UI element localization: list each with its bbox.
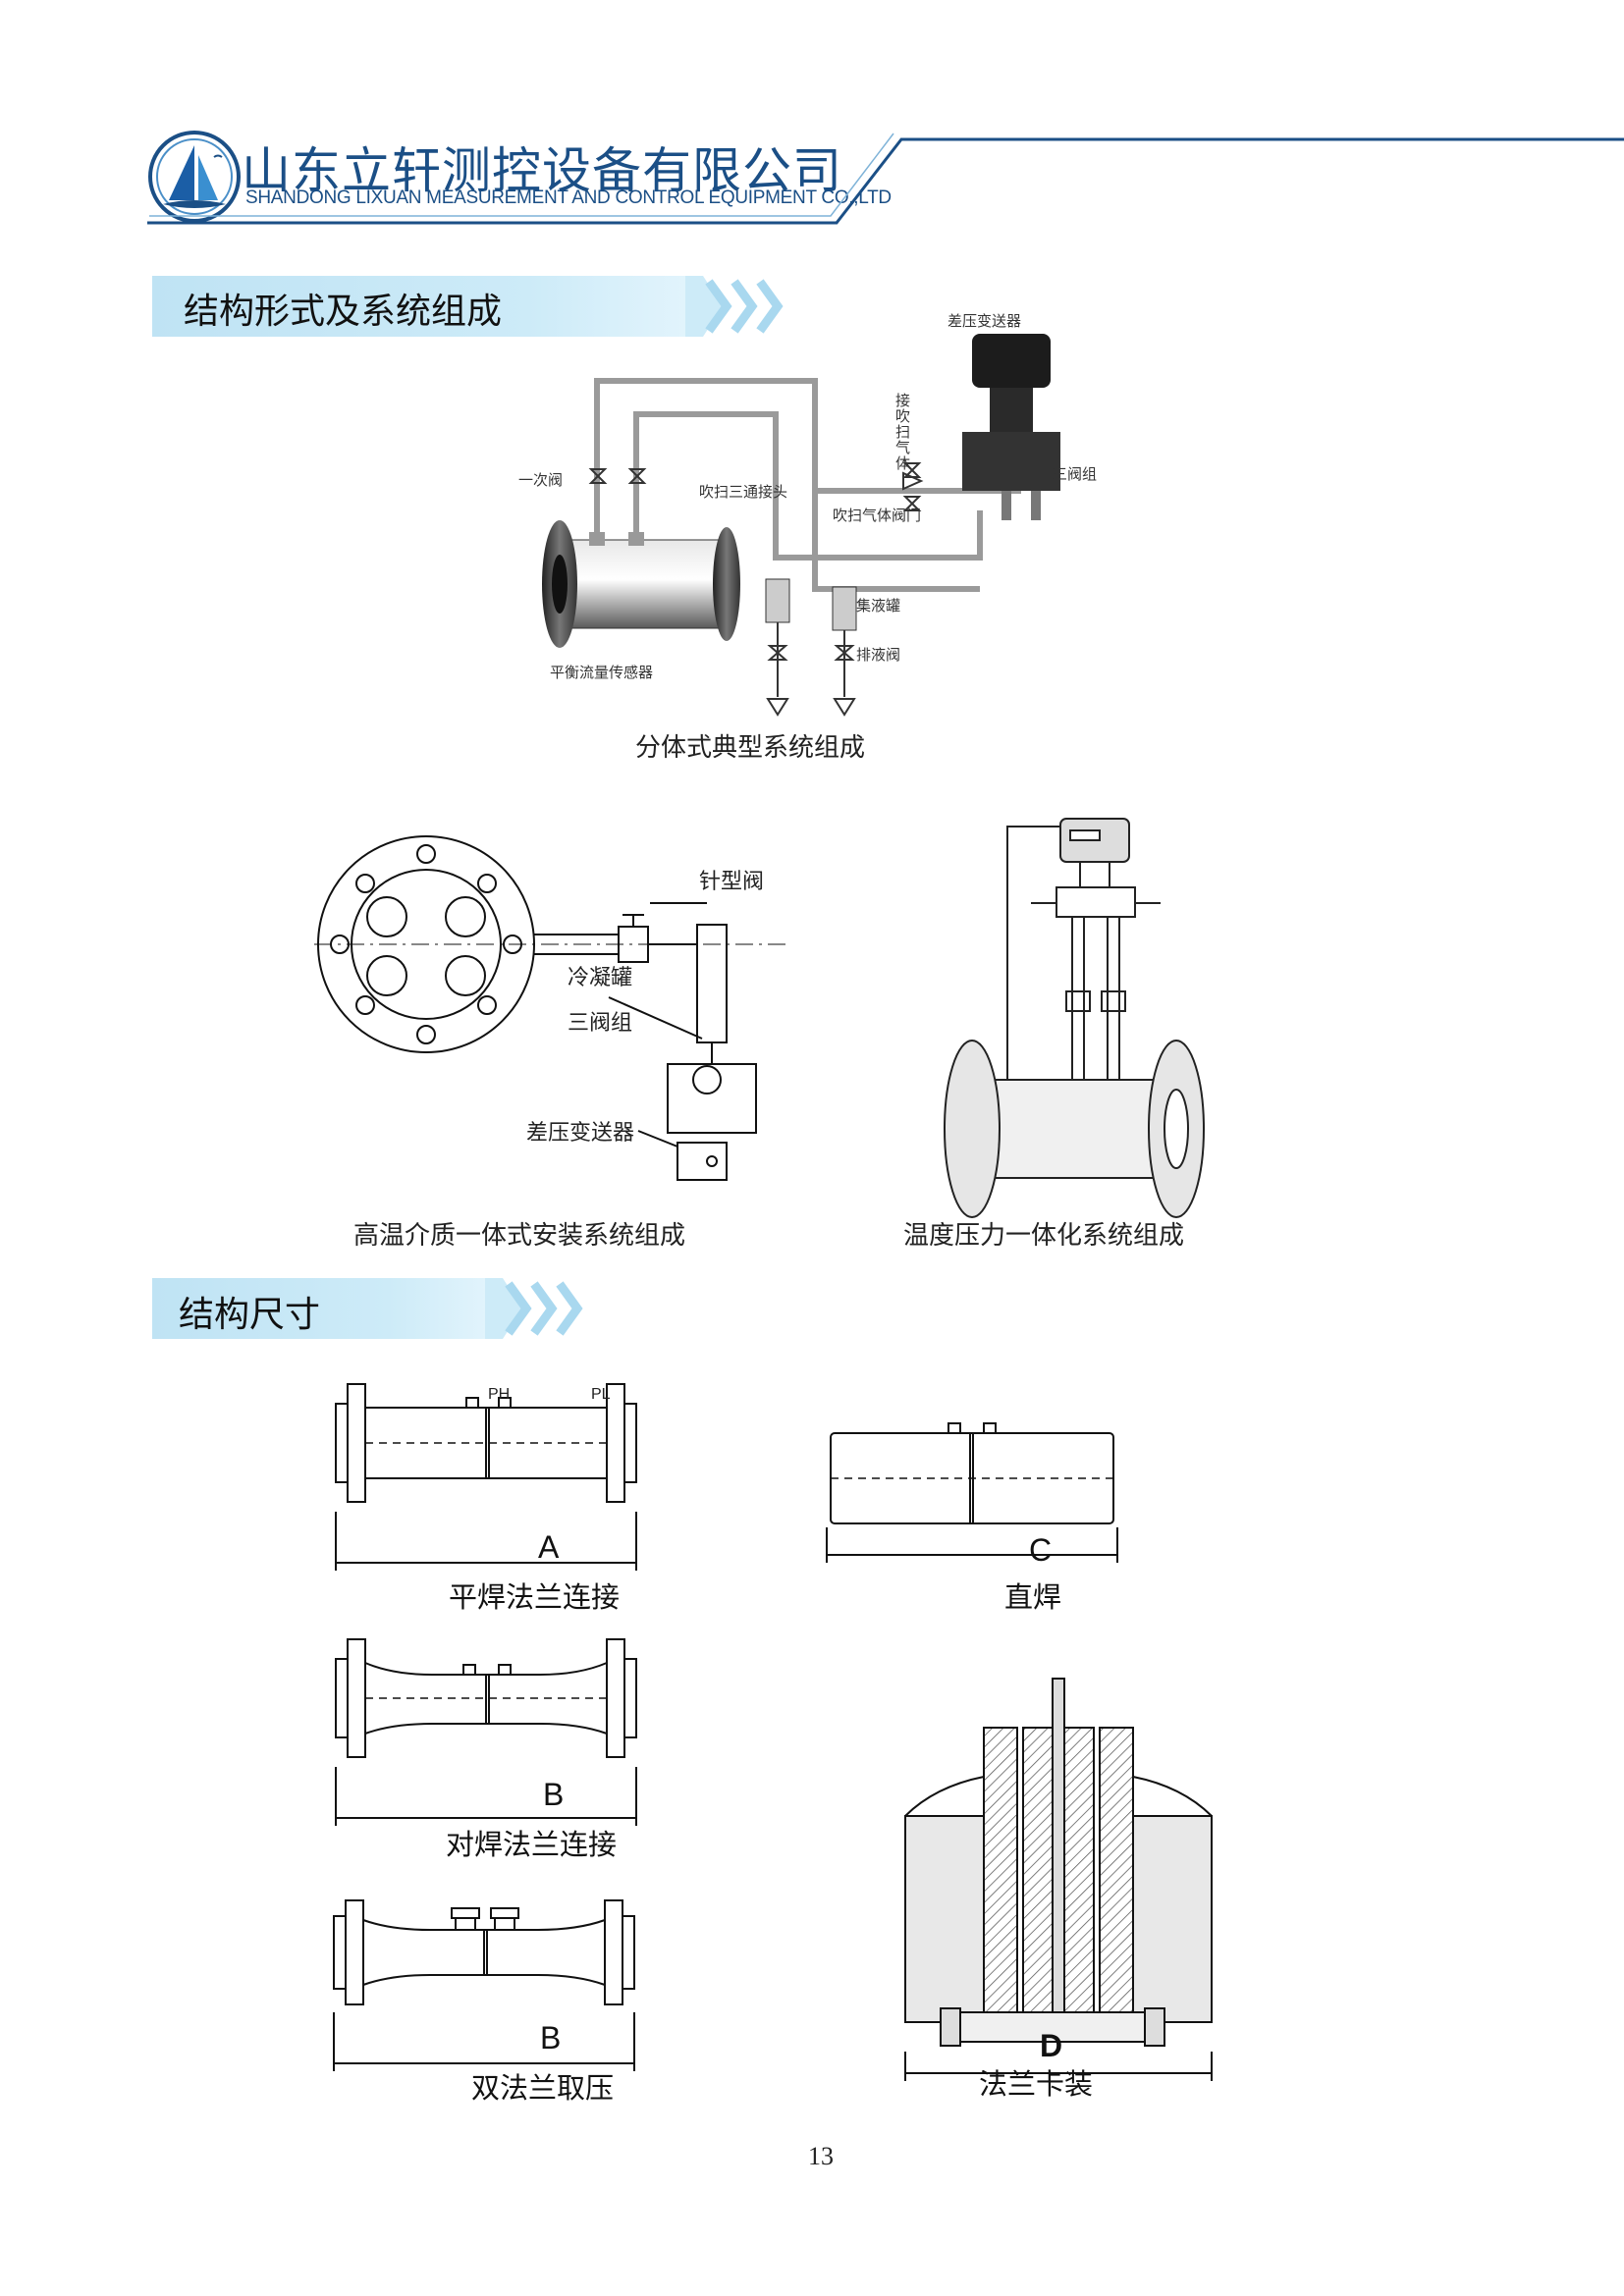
dimension-b-double-caption: 双法兰取压 [471, 2071, 615, 2105]
dimension-a-letter: A [538, 1529, 560, 1565]
section-1-banner [152, 276, 690, 337]
dimension-c-caption: 直焊 [1004, 1580, 1062, 1614]
temp-pressure-drawing [944, 818, 1205, 1218]
company-name-cn: 山东立轩测控设备有限公司 [242, 142, 842, 199]
dimension-c-letter: C [1029, 1532, 1053, 1568]
label-pl: PL [591, 1386, 611, 1403]
label-purge-valve: 吹扫气体阀门 [833, 507, 922, 524]
label-collector: 集液罐 [856, 597, 901, 614]
section-1-title: 结构形式及系统组成 [184, 292, 503, 332]
dimension-c-drawing [826, 1422, 1118, 1563]
label-drain-valve: 排液阀 [856, 646, 901, 664]
dimension-d-letter: D [1040, 2028, 1063, 2063]
label-condensate-tank: 冷凝罐 [568, 966, 633, 990]
dimension-a-drawing [335, 1383, 637, 1571]
dimension-b-weld-drawing [335, 1638, 637, 1826]
label-sensor: 平衡流量传感器 [550, 664, 654, 681]
dimension-d-drawing [904, 1678, 1213, 2081]
caption-split-system: 分体式典型系统组成 [635, 733, 866, 763]
label-dp-transmitter-2: 差压变送器 [526, 1121, 635, 1146]
label-purge-gas: 接吹扫气体 [895, 392, 911, 472]
company-logo [148, 131, 241, 223]
split-system-drawing [542, 334, 1060, 717]
dimension-b-weld-letter: B [543, 1777, 565, 1812]
label-needle-valve: 针型阀 [699, 870, 765, 894]
dimension-b-double-letter: B [540, 2020, 562, 2056]
dimension-a-caption: 平焊法兰连接 [449, 1580, 621, 1614]
section-2-chevrons [485, 1278, 583, 1339]
label-primary-valve: 一次阀 [518, 471, 564, 489]
label-dp-transmitter: 差压变送器 [947, 312, 1022, 330]
dimension-b-weld-caption: 对焊法兰连接 [446, 1828, 618, 1861]
label-three-valve: 三阀组 [1053, 465, 1098, 483]
page-number: 13 [808, 2142, 834, 2170]
label-purge-tee: 吹扫三通接头 [699, 483, 788, 501]
company-name-en: SHANDONG LIXUAN MEASUREMENT AND CONTROL … [245, 187, 892, 208]
header-rule [147, 133, 1624, 225]
dimension-b-double-drawing [333, 1899, 635, 2071]
caption-temp-pressure: 温度压力一体化系统组成 [903, 1221, 1185, 1251]
dimension-d-caption: 法兰卡装 [979, 2067, 1094, 2101]
section-2-banner [152, 1278, 490, 1339]
label-ph: PH [488, 1386, 511, 1403]
section-2-title: 结构尺寸 [179, 1295, 321, 1335]
section-1-chevrons [685, 276, 784, 337]
high-temp-drawing [314, 835, 785, 1181]
label-three-valve-2: 三阀组 [568, 1011, 633, 1036]
caption-high-temp: 高温介质一体式安装系统组成 [353, 1221, 686, 1251]
